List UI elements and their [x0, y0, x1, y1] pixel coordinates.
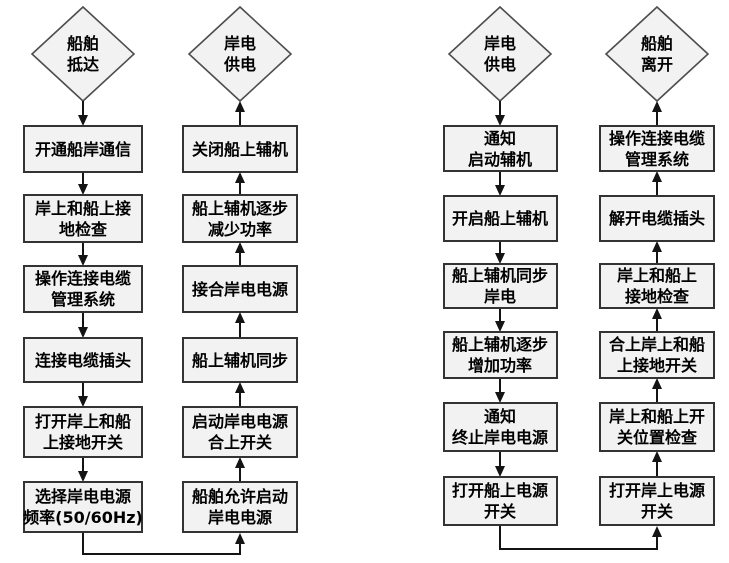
node-text-line: 开关	[483, 502, 516, 521]
step-ship-departure-4: 合上岸上和船上接地开关	[599, 331, 715, 379]
node-text-line: 岸上和船上接	[34, 198, 131, 218]
node-text-line: 通知	[483, 407, 516, 426]
step-shore-power-supply-2: 开启船上辅机	[442, 195, 558, 242]
terminal-diamond-shore-power-on	[187, 5, 293, 103]
node-text-line: 接地检查	[624, 287, 689, 306]
flow-ship-arrival-3-arrowhead	[78, 327, 88, 338]
node-text-line: 岸电电源	[207, 508, 272, 527]
step-shore-power-on-1: 关闭船上辅机	[182, 125, 298, 173]
node-text-line: 船上辅机逐步	[451, 335, 548, 354]
terminal-diamond-shore-power-supply	[447, 5, 553, 103]
node-text-line: 关位置检查	[616, 428, 697, 447]
node-text-line: 打开岸上和船	[34, 412, 131, 431]
step-shore-power-supply-4: 船上辅机逐步增加功率	[442, 331, 558, 379]
flow-shore-power-on-3-arrowhead	[235, 312, 245, 323]
step-shore-power-on-3: 接合岸电电源	[182, 265, 298, 313]
connector-arrowhead-1	[235, 533, 245, 544]
node-text-line: 管理系统	[50, 290, 115, 309]
node-text-line: 岸上和船上	[616, 266, 697, 285]
flow-ship-departure-4-arrowhead	[652, 378, 662, 389]
step-ship-arrival-3: 操作连接电缆管理系统	[23, 265, 143, 313]
step-shore-power-on-6: 船舶允许启动岸电电源	[182, 481, 298, 533]
node-text-line: 减少功率	[207, 219, 272, 239]
flow-shore-power-on-4-arrowhead	[235, 382, 245, 393]
step-ship-arrival-6: 选择岸电电源频率(50/60Hz)	[23, 481, 143, 533]
flow-ship-departure-5-arrowhead	[652, 451, 662, 462]
node-text-line: 操作连接电缆	[608, 128, 705, 148]
node-text-line: 关闭船上辅机	[191, 139, 288, 159]
terminal-diamond-ship-departure	[604, 5, 710, 103]
node-text-line: 管理系统	[624, 149, 689, 169]
node-text-line: 频率(50/60Hz)	[23, 508, 143, 527]
node-text-line: 终止岸电电源	[451, 428, 548, 447]
node-text-line: 连接电缆插头	[34, 350, 131, 370]
step-shore-power-supply-1: 通知启动辅机	[442, 125, 558, 172]
node-text-line: 通知	[483, 128, 516, 148]
node-text-line: 增加功率	[467, 356, 532, 375]
flow-shore-power-supply-5-arrowhead	[495, 466, 505, 477]
step-ship-arrival-1: 开通船岸通信	[23, 125, 143, 173]
node-text-line: 解开电缆插头	[608, 209, 705, 228]
node-text-line: 合上岸上和船	[608, 335, 705, 354]
flow-ship-departure-3-arrowhead	[652, 308, 662, 319]
node-text-line: 启动岸电电源	[191, 412, 288, 431]
step-ship-departure-6: 打开岸上电源开关	[599, 476, 715, 526]
flow-shore-power-on-1-arrowhead	[235, 172, 245, 183]
connector-elbow-1	[82, 533, 241, 555]
node-text-line: 开启船上辅机	[451, 209, 548, 228]
step-shore-power-supply-3: 船上辅机同步岸电	[442, 263, 558, 309]
node-text-line: 开关	[640, 502, 673, 521]
node-text-line: 船上辅机同步	[451, 266, 548, 285]
connector-arrowhead-2	[652, 526, 662, 537]
flow-shore-power-supply-4-arrowhead	[495, 392, 505, 403]
flow-shore-power-supply-0-arrowhead	[495, 115, 505, 126]
step-ship-departure-2: 解开电缆插头	[599, 195, 715, 242]
step-ship-departure-5: 岸上和船上开关位置检查	[599, 402, 715, 452]
node-text-line: 选择岸电电源	[34, 487, 131, 506]
step-shore-power-supply-6: 打开船上电源开关	[442, 476, 558, 526]
flow-shore-power-on-0-arrowhead	[235, 101, 245, 112]
step-ship-arrival-2: 岸上和船上接地检查	[23, 194, 143, 243]
node-text-line: 接合岸电电源	[191, 279, 288, 299]
step-shore-power-on-4: 船上辅机同步	[182, 337, 298, 383]
flow-ship-arrival-2-arrowhead	[78, 255, 88, 266]
flow-shore-power-supply-1-arrowhead	[495, 185, 505, 196]
flow-ship-departure-2-arrowhead	[652, 241, 662, 252]
flow-ship-departure-0-arrowhead	[652, 101, 662, 112]
node-text-line: 打开岸上电源	[608, 481, 705, 500]
node-text-line: 上接地开关	[616, 356, 697, 375]
flow-ship-arrival-1-arrowhead	[78, 184, 88, 195]
step-shore-power-on-5: 启动岸电电源合上开关	[182, 406, 298, 458]
node-text-line: 启动辅机	[467, 149, 532, 169]
step-shore-power-on-2: 船上辅机逐步减少功率	[182, 194, 298, 243]
node-text-line: 地检查	[58, 219, 107, 239]
flow-shore-power-supply-2-arrowhead	[495, 253, 505, 264]
step-ship-arrival-4: 连接电缆插头	[23, 337, 143, 383]
step-ship-departure-1: 操作连接电缆管理系统	[599, 125, 715, 172]
node-text-line: 船上辅机逐步	[191, 198, 288, 218]
node-text-line: 船舶允许启动	[191, 487, 288, 506]
node-text-line: 开通船岸通信	[34, 139, 131, 159]
terminal-diamond-ship-arrival	[30, 5, 136, 103]
flow-shore-power-on-2-arrowhead	[235, 242, 245, 253]
flow-ship-arrival-0-arrowhead	[78, 115, 88, 126]
step-ship-departure-3: 岸上和船上接地检查	[599, 263, 715, 309]
flow-ship-arrival-4-arrowhead	[78, 396, 88, 407]
node-text-line: 操作连接电缆	[34, 269, 131, 288]
step-ship-arrival-5: 打开岸上和船上接地开关	[23, 406, 143, 458]
flow-shore-power-on-5-arrowhead	[235, 457, 245, 468]
node-text-line: 合上开关	[207, 433, 272, 452]
node-text-line: 船上辅机同步	[191, 350, 288, 370]
flow-ship-arrival-5-arrowhead	[78, 471, 88, 482]
flow-shore-power-supply-3-arrowhead	[495, 321, 505, 332]
flow-ship-departure-1-arrowhead	[652, 171, 662, 182]
node-text-line: 岸上和船上开	[608, 407, 705, 426]
step-shore-power-supply-5: 通知终止岸电电源	[442, 402, 558, 452]
node-text-line: 岸电	[483, 287, 516, 306]
node-text-line: 上接地开关	[42, 433, 123, 452]
node-text-line: 打开船上电源	[451, 481, 548, 500]
connector-elbow-2	[499, 526, 658, 550]
